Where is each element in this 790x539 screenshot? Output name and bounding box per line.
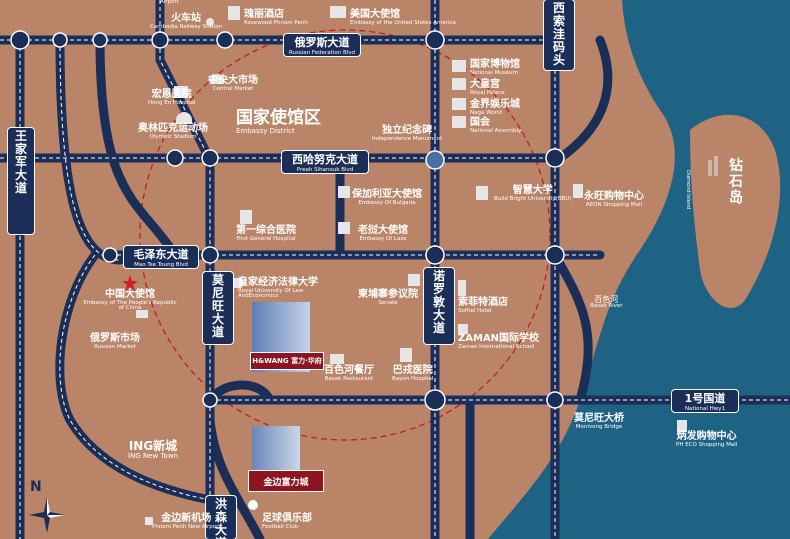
bulgaria-icon <box>338 186 350 198</box>
central-market-icon <box>210 74 224 84</box>
embassy-district-label: 国家使馆区 Embassy District <box>236 108 321 135</box>
olympic-icon <box>176 112 192 124</box>
zaman-icon <box>458 324 468 334</box>
basak-restaurant-icon <box>330 354 344 364</box>
airplane-icon <box>145 517 153 525</box>
rosewood-icon <box>228 6 240 20</box>
law-univ-icon <box>228 278 242 288</box>
monireth-blvd-label: 莫尼旺大道 <box>203 272 233 344</box>
senate-icon <box>408 274 420 286</box>
royal-palace-icon <box>452 78 466 90</box>
compass-north-label: N <box>30 479 42 495</box>
ph-eco-icon <box>677 420 687 432</box>
sisowath-quay-label: 西索洼码头 <box>544 0 574 70</box>
hong-en-icon <box>174 86 188 98</box>
independence-monument-marker <box>425 150 445 170</box>
china-embassy-star <box>122 275 138 291</box>
hun-sen-blvd-label: 洪森大道 <box>206 496 236 539</box>
compass-icon <box>29 497 65 533</box>
first-hospital-icon <box>240 210 252 224</box>
diamond-island-en: Diamond Island <box>685 170 691 210</box>
ing-new-town-label: ING新城 ING New Town <box>128 439 178 460</box>
bayon-icon <box>400 348 412 362</box>
diamond-island <box>690 114 781 309</box>
jinbian-brand-label: 金边富力城 <box>248 470 324 492</box>
diamond-island-label: 钻石岛 <box>729 158 743 206</box>
russian-market-icon <box>136 310 148 318</box>
museum-icon <box>452 60 466 72</box>
naga-icon <box>452 98 466 110</box>
railway-icon <box>206 18 214 26</box>
sofitel-icon <box>458 280 466 296</box>
laos-icon <box>338 222 350 234</box>
bbu-icon <box>476 186 488 200</box>
hwang-brand-label: H&WANG 富力·华府 <box>250 352 324 370</box>
radius-circle <box>139 29 551 441</box>
football-icon <box>248 500 258 510</box>
airport-label: Airport <box>160 0 179 5</box>
assembly-icon <box>452 116 466 128</box>
us-embassy-icon <box>330 6 346 18</box>
basak-river-label: 百色河 Basak River <box>590 295 623 310</box>
aeon-icon <box>573 184 583 198</box>
norodom-blvd-label: 诺罗敦大道 <box>424 268 454 344</box>
kampuchea-krom-label: 王家军大道 <box>8 128 34 234</box>
